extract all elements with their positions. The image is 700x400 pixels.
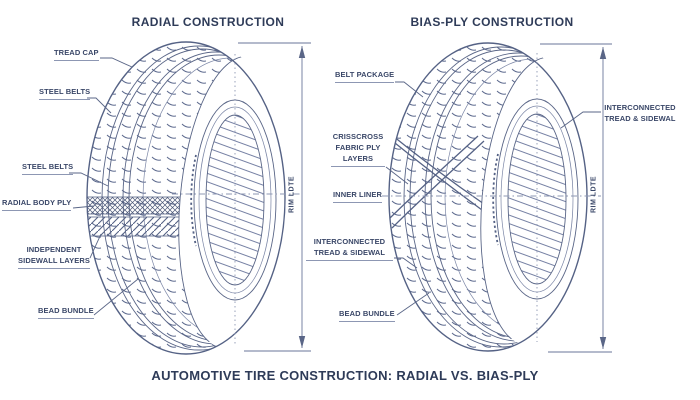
right-leader-lines [385,81,601,316]
left-dimension [238,42,311,352]
crisscross-ply-ribbons [385,131,485,229]
diagram-caption: AUTOMOTIVE TIRE CONSTRUCTION: RADIAL VS.… [151,368,539,383]
leader-belt-package [395,81,424,98]
right-dimension [540,43,612,353]
label-inner-liner: INNER LINER [333,190,383,203]
leader-interconnected-right [560,111,601,129]
leader-interconnected-left [394,257,418,269]
label-steel-belts-lower: STEEL BELTS [22,162,74,175]
leader-radial-body-ply [72,205,95,209]
radial-body-ply-band [83,196,203,215]
label-steel-belts-upper: STEEL BELTS [39,87,91,100]
right-diagram-title: BIAS-PLY CONSTRUCTION [410,15,574,29]
label-interconnected-tread-sidewall-left: INTERCONNECTED TREAD & SIDEWAL [306,237,393,261]
label-independent-sidewall-layers: INDEPENDENT SIDEWALL LAYERS [18,245,90,269]
label-belt-package: BELT PACKAGE [335,70,395,83]
right-dimension-label: RIM LDTE [590,175,598,214]
independent-sidewall-band [83,216,203,237]
label-crisscross-fabric-ply-layers: CRISSCROSS FABRIC PLY LAYERS [331,132,385,167]
leader-steel-belts-lower [69,172,109,187]
label-interconnected-tread-sidewall-right: INTERCONNECTED TREAD & SIDEWAL [604,103,676,123]
leader-independent-sidewall [89,233,102,259]
leader-tread-cap [100,57,133,68]
label-radial-body-ply: RADIAL BODY PLY [2,198,72,211]
right-sidewall-lettering [492,153,499,246]
left-diagram-title: RADIAL CONSTRUCTION [131,15,285,29]
left-leader-lines [69,57,139,316]
down-arrowhead [599,337,607,349]
left-tire-illustration [83,40,320,360]
down-arrowhead [298,336,306,348]
right-tire-illustration [382,40,622,360]
up-arrowhead [599,47,607,59]
leader-bead-bundle-right [396,292,430,316]
up-arrowhead [298,46,306,58]
right-tire-outline [388,42,588,352]
leader-bead-bundle [93,278,139,316]
label-tread-cap: TREAD CAP [54,48,99,61]
label-bead-bundle-left: BEAD BUNDLE [38,306,94,319]
leader-steel-belts-upper [87,97,112,114]
leader-crisscross [385,166,409,185]
left-dimension-label: RIM LDTE [288,175,296,214]
label-bead-bundle-right: BEAD BUNDLE [339,309,395,322]
left-tire-outline [86,41,286,355]
right-tread-face [385,40,622,360]
left-sidewall-lettering [190,154,197,247]
